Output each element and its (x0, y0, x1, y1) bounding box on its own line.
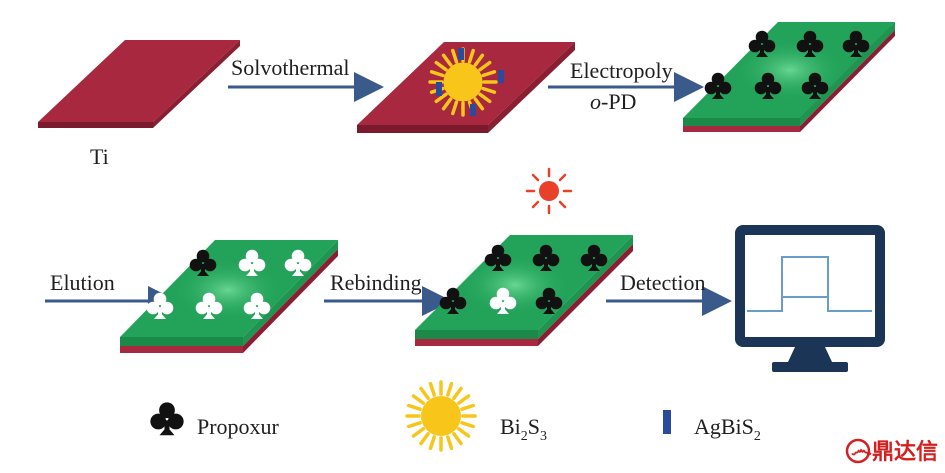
sun-ray (429, 70, 445, 78)
sun-ray (441, 97, 453, 111)
legend-propoxur: Propoxur (197, 414, 280, 439)
watermark-text: 鼎达信 (872, 439, 938, 465)
sun-ray (467, 48, 475, 64)
detection-label: Detection (620, 270, 706, 295)
mip-film-rebound (415, 235, 633, 346)
watermark-logo-glyph: ෴ (851, 438, 872, 463)
sun-ray (446, 381, 454, 397)
sun-ray (460, 403, 476, 411)
o-pd-rest: -PD (601, 89, 636, 114)
sun-ray (428, 381, 436, 397)
light-icon (525, 167, 573, 215)
sun-ray (428, 435, 436, 451)
sun-ray (481, 70, 497, 78)
sun-ray (460, 421, 476, 429)
sun-ray (451, 48, 459, 64)
watermark-logo-icon (845, 438, 871, 464)
sun-ray (452, 432, 463, 446)
sun-ray (419, 386, 430, 400)
legend-agbis2: AgBiS2 (694, 414, 761, 444)
rebinding-label: Rebinding (330, 270, 422, 295)
ti-substrate (38, 40, 240, 128)
sun-ray (441, 53, 453, 67)
sun-ray (473, 53, 485, 67)
agbis2-particle (470, 104, 476, 116)
o-pd-label: o-PD (590, 89, 636, 114)
sun-ray (473, 97, 485, 111)
agbis2-particle (436, 82, 442, 96)
sun-ray (434, 92, 448, 104)
legend-sun-icon (405, 380, 477, 452)
sun-ray (434, 60, 448, 72)
sun-ray (457, 394, 471, 405)
ti-label: Ti (90, 144, 109, 169)
signal-trace (747, 256, 872, 312)
bi2s3-sub2: 3 (540, 429, 547, 444)
agbis2-particle (458, 48, 464, 60)
sun-ray (419, 432, 430, 446)
sun-ray (478, 92, 492, 104)
sun-ray (451, 100, 459, 116)
bi2s3-base1: Bi (500, 414, 521, 439)
legend-club-icon (150, 402, 184, 436)
sun-ray (446, 435, 454, 451)
sun-ray (478, 60, 492, 72)
bi2s3-base2: S (528, 414, 540, 439)
sun-ray (481, 86, 497, 94)
mip-film-with-template (683, 22, 895, 132)
legend-bi2s3: Bi2S3 (500, 414, 547, 444)
agbis2-base: AgBiS (694, 414, 754, 439)
sun-ray (411, 394, 425, 405)
sun-ray (452, 386, 463, 400)
sun-ray (411, 427, 425, 438)
sun-ray (406, 421, 422, 429)
sun-ray (457, 427, 471, 438)
electropoly-label: Electropoly (570, 58, 673, 83)
agbis2-sub: 2 (754, 429, 761, 444)
monitor-icon (735, 225, 885, 372)
watermark: ෴ 鼎达信 (845, 438, 938, 465)
solvothermal-label: Solvothermal (231, 55, 350, 80)
agbis2-particle (498, 70, 504, 83)
bi2s3-sub1: 2 (521, 429, 528, 444)
sun-ray (406, 403, 422, 411)
mip-film-eluted (120, 240, 338, 353)
elution-label: Elution (50, 270, 115, 295)
legend-agbis2-icon (663, 410, 671, 434)
o-pd-italic: o (590, 89, 601, 114)
